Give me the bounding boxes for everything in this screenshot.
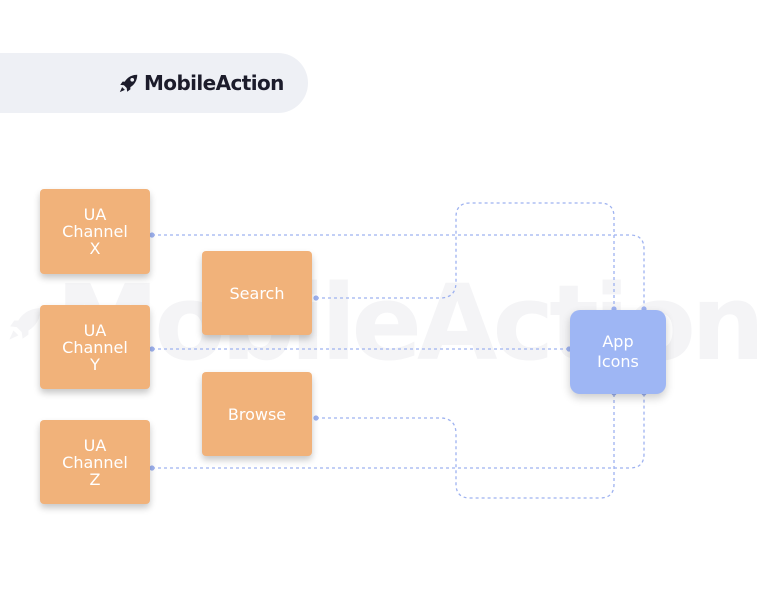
node-label: X: [89, 239, 101, 258]
connector-dot: [149, 232, 155, 238]
node-browse: Browse: [202, 372, 312, 456]
node-label: UA: [83, 435, 107, 455]
connector-dot: [149, 465, 155, 471]
connector-ua-x: [152, 234, 645, 309]
node-label: App: [602, 332, 634, 351]
node-label: Search: [229, 283, 285, 303]
connector-browse: [316, 393, 615, 499]
node-ua-channel-x: UA Channel X: [40, 189, 150, 274]
node-ua-channel-y: UA Channel Y: [40, 305, 150, 389]
node-label: UA: [83, 205, 107, 224]
connector-dot: [313, 295, 319, 301]
brand-name: MobileAction: [144, 71, 284, 95]
logo: MobileAction: [118, 68, 284, 98]
node-app-icons: App Icons: [570, 310, 666, 394]
node-label: Icons: [597, 352, 639, 371]
brand-bar: [0, 53, 308, 113]
connector-dot: [149, 346, 155, 352]
rocket-icon: [119, 74, 138, 93]
node-label: Y: [90, 354, 100, 374]
connector-search: [316, 202, 615, 309]
node-label: Channel: [62, 222, 128, 241]
connector-dot: [313, 415, 319, 421]
node-label: Browse: [227, 404, 287, 424]
node-label: Channel: [62, 337, 128, 357]
node-label: UA: [83, 320, 107, 340]
node-search: Search: [202, 251, 312, 335]
node-label: Channel: [62, 452, 128, 472]
node-ua-channel-z: UA Channel Z: [40, 420, 150, 504]
connector-ua-z: [152, 393, 645, 469]
node-label: Z: [89, 469, 101, 489]
